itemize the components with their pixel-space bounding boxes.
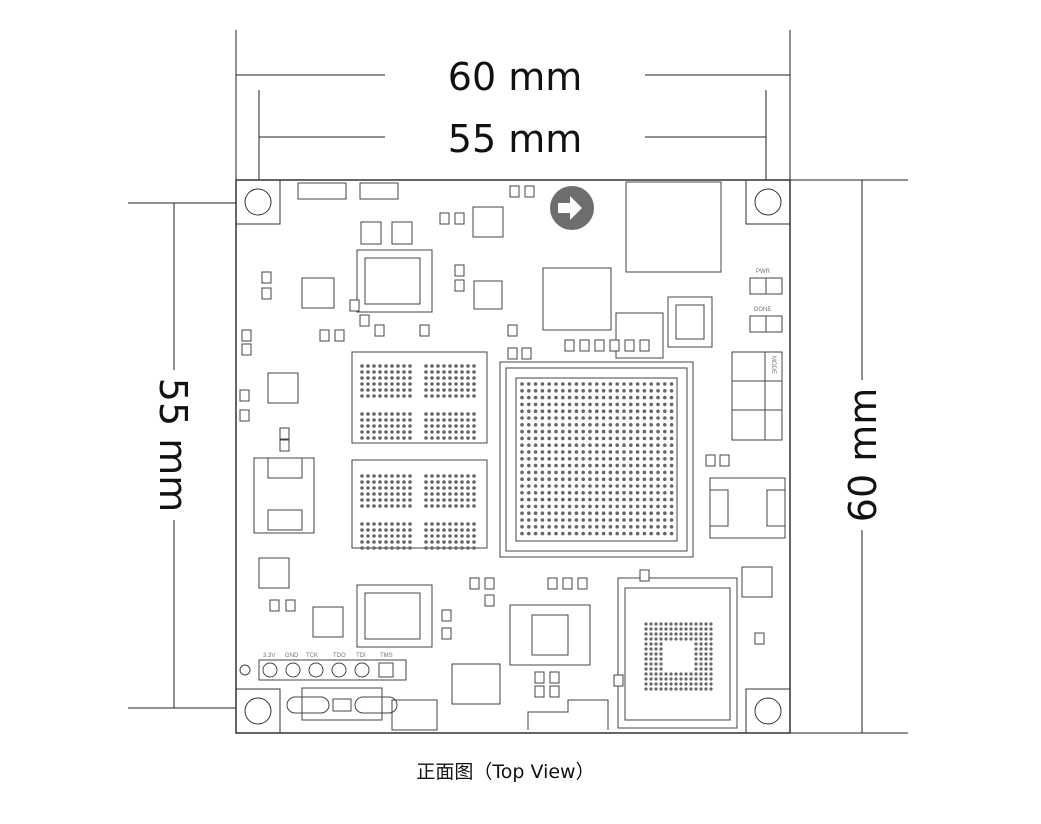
mounting-holes <box>235 179 791 734</box>
passive-component <box>564 339 575 352</box>
passive-component <box>441 627 452 640</box>
passive-component <box>359 314 370 327</box>
passive-component <box>279 427 290 440</box>
passive-component <box>754 632 765 645</box>
pin-label-gnd: GND <box>285 653 299 659</box>
passive-component <box>609 339 620 352</box>
power-components <box>253 181 786 731</box>
passive-component <box>509 185 520 198</box>
passive-component <box>439 212 450 225</box>
arrow-right-icon <box>550 186 594 230</box>
mode-table-label: MODE <box>770 356 776 374</box>
dimension-top-outer: 60 mm <box>448 55 582 99</box>
passive-component <box>374 324 385 337</box>
passive-component <box>261 271 272 284</box>
passive-component <box>547 577 558 590</box>
passive-component <box>534 671 545 684</box>
passive-component <box>613 674 624 687</box>
passive-component <box>469 577 480 590</box>
pin-label-3v3: 3.3V <box>263 653 275 659</box>
dimension-left: 55 mm <box>151 378 195 512</box>
passive-component <box>441 609 452 622</box>
pin-label-tdi: TDI <box>356 653 366 659</box>
passive-component <box>594 339 605 352</box>
dimension-right: 60 mm <box>841 388 885 522</box>
passive-component <box>534 685 545 698</box>
passive-component <box>577 577 588 590</box>
passive-component <box>285 599 296 612</box>
ddr-chip-2 <box>351 459 488 550</box>
passive-component <box>524 185 535 198</box>
passive-component <box>484 577 495 590</box>
passive-component <box>241 329 252 342</box>
passive-component <box>241 343 252 356</box>
passive-component <box>454 279 465 292</box>
passive-component <box>719 454 730 467</box>
passive-component <box>521 347 532 360</box>
passive-component <box>454 212 465 225</box>
led-label-done: DONE <box>754 307 771 313</box>
dimension-top-inner: 55 mm <box>448 117 582 161</box>
led-label-pwr: PWR <box>756 269 771 275</box>
pin-label-tck: TCK <box>306 653 318 659</box>
passive-component <box>549 685 560 698</box>
passive-component <box>349 299 360 312</box>
passive-component <box>319 329 330 342</box>
passive-component <box>261 287 272 300</box>
passive-component <box>705 454 716 467</box>
passive-component <box>639 339 650 352</box>
pin-label-tms: TMS <box>380 653 393 659</box>
passive-component <box>624 339 635 352</box>
emmc-bga <box>617 577 738 729</box>
passive-component <box>239 389 250 402</box>
passive-component <box>334 329 345 342</box>
passive-component <box>579 339 590 352</box>
passive-component <box>549 671 560 684</box>
fpga-bga <box>499 361 694 558</box>
passive-component <box>484 594 495 607</box>
passive-component <box>239 409 250 422</box>
figure-caption: 正面图（Top View） <box>416 761 595 783</box>
pin-label-tdo: TDO <box>333 653 346 659</box>
passive-component <box>279 439 290 452</box>
passive-component <box>507 347 518 360</box>
passive-component <box>562 577 573 590</box>
jtag-header: 3.3V GND TCK TDO TDI TMS <box>239 653 407 681</box>
passive-component <box>419 324 430 337</box>
passive-components <box>239 185 765 698</box>
passive-component <box>269 599 280 612</box>
passive-component <box>454 264 465 277</box>
passive-component <box>507 324 518 337</box>
passive-component <box>639 569 650 582</box>
ddr-chip-1 <box>351 351 488 444</box>
dimension-lines <box>128 30 908 734</box>
led-indicators <box>749 277 783 333</box>
